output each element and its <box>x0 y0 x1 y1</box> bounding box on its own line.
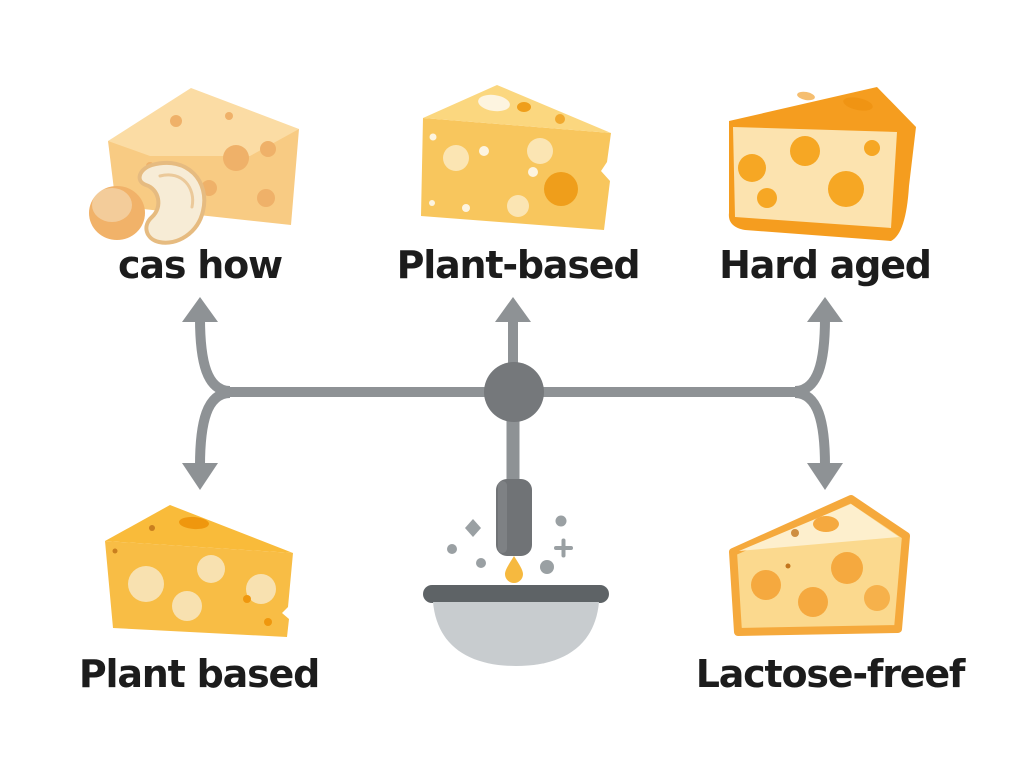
label-top-center: Plant-based <box>396 243 641 287</box>
dropper-highlight <box>498 481 507 553</box>
lactose-free-cheese-icon <box>729 495 910 636</box>
branch-curve-down-left <box>195 388 231 467</box>
plant-based-cheese-icon-2 <box>105 505 293 637</box>
junction-circle-node <box>484 362 544 422</box>
rind-spot <box>843 97 873 111</box>
label-bottom-left: Plant based <box>78 652 320 696</box>
arrow-up-right-icon <box>807 297 843 322</box>
branch-curve-down-right <box>794 388 830 467</box>
dropper-bowl-icon <box>423 479 609 666</box>
rind-spot <box>797 91 815 101</box>
cashew-cheese-icon <box>89 88 299 245</box>
arrow-down-right-icon <box>807 463 843 490</box>
branch-curve-up-left <box>195 317 231 396</box>
arrow-up-left-icon <box>182 297 218 322</box>
liquid-drop-icon <box>505 556 523 583</box>
label-top-right: Hard aged <box>719 243 932 287</box>
arrow-up-center-icon <box>495 297 531 322</box>
sparkle-dot <box>555 515 567 527</box>
hard-aged-cheese-icon <box>728 87 916 241</box>
connector-arrowheads <box>182 297 843 490</box>
cheese-holes <box>751 516 890 617</box>
cheese-holes <box>429 94 578 217</box>
cheese-holes <box>738 136 880 208</box>
cheese-holes <box>112 516 276 626</box>
branch-curve-up-right <box>794 317 830 396</box>
sparkle-dot <box>540 560 554 574</box>
sparkle-dot <box>447 544 457 554</box>
arrow-down-left-icon <box>182 463 218 490</box>
cheese-top-face <box>105 505 293 553</box>
sparkles <box>447 515 573 574</box>
sparkle-plus-icon <box>554 538 573 558</box>
bowl-rim <box>423 585 609 603</box>
sparkle-dot <box>476 558 486 568</box>
label-bottom-right: Lactose-freef <box>695 652 966 696</box>
sparkle-diamond-icon <box>465 519 481 537</box>
cashew-nut-icon <box>89 161 207 245</box>
cheese-front-face <box>105 541 293 637</box>
cheese-top-face <box>108 88 299 156</box>
plant-based-cheese-icon <box>421 85 611 230</box>
label-top-left: cas how <box>118 243 283 287</box>
bowl-body <box>433 602 599 666</box>
